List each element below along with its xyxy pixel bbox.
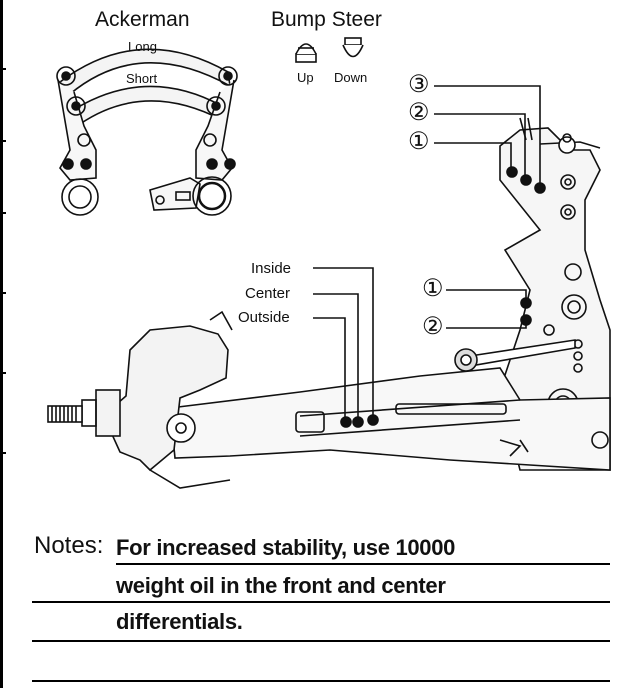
link-position-inside-label: Inside xyxy=(251,260,292,277)
upper-position-3-marker: ③ xyxy=(408,71,430,98)
bump-steer-down-label: Down xyxy=(334,70,368,85)
bump-steer-up-icon xyxy=(295,43,317,63)
bump-steer-title: Bump Steer xyxy=(271,8,382,31)
link-position-outside-label: Outside xyxy=(238,309,290,326)
notes-underline-3 xyxy=(32,640,610,642)
setup-diagram xyxy=(47,37,611,489)
notes-label: Notes: xyxy=(34,532,104,559)
lower-position-2-marker: ② xyxy=(422,313,444,340)
upper-position-2-marker: ② xyxy=(408,99,430,126)
upper-position-1-marker: ① xyxy=(408,128,430,155)
notes-underline-1 xyxy=(116,563,610,565)
border-tick xyxy=(0,212,6,214)
bump-steer-down-icon xyxy=(342,37,364,58)
notes-line-3: differentials. xyxy=(116,609,243,634)
lower-position-1-marker: ① xyxy=(422,275,444,302)
ackerman-long-label: Long xyxy=(128,39,157,54)
notes-underline-2 xyxy=(32,601,610,603)
notes-line-1: For increased stability, use 10000 xyxy=(116,535,456,560)
notes-underline-4 xyxy=(32,680,610,682)
ackerman-title: Ackerman xyxy=(95,8,190,31)
border-tick xyxy=(0,372,6,374)
bump-steer-up-label: Up xyxy=(297,70,314,85)
border-tick xyxy=(0,452,6,454)
link-position-center-label: Center xyxy=(245,285,291,302)
border-tick xyxy=(0,292,6,294)
border-tick xyxy=(0,68,6,70)
steering-rack xyxy=(169,367,611,471)
notes-line-2: weight oil in the front and center xyxy=(116,573,446,598)
page-border xyxy=(0,0,3,688)
axle-thread xyxy=(47,405,83,423)
ackerman-short-arm xyxy=(68,85,223,126)
ackerman-short-label: Short xyxy=(126,71,158,86)
border-tick xyxy=(0,140,6,142)
